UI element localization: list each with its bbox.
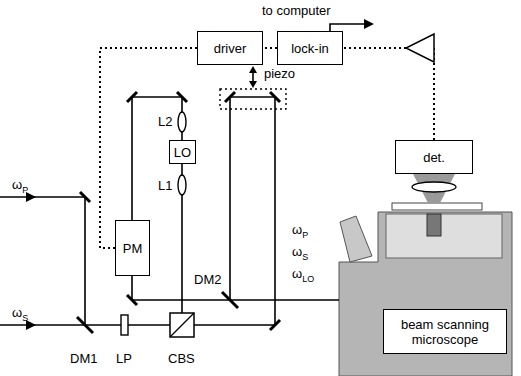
phase-modulator-box: PM: [115, 220, 150, 276]
frequency-label: ωLO: [292, 266, 314, 281]
lens: [178, 175, 186, 195]
node-text: lock-in: [291, 41, 329, 56]
signal-line: [100, 48, 197, 248]
part-name: CBS: [168, 351, 195, 366]
detector-box: det.: [395, 140, 473, 174]
signal-line: [343, 48, 434, 140]
part-name: LP: [116, 351, 132, 366]
frequency-label: ωS: [12, 305, 28, 320]
part-name: DM1: [70, 351, 97, 366]
part-name: DM2: [194, 272, 221, 287]
amplifier-symbol: [406, 34, 434, 62]
part-name: L2: [158, 114, 172, 129]
node-text: beam scanning microscope: [390, 317, 500, 347]
lock-in-box: lock-in: [277, 31, 343, 65]
frequency-label: ωS: [292, 244, 308, 259]
microscope-label-box: beam scanning microscope: [383, 309, 507, 354]
part-name: L1: [158, 178, 172, 193]
signal-line: [263, 48, 277, 49]
lens: [178, 112, 186, 132]
local-oscillator-box: LO: [169, 140, 196, 164]
frequency-label: ωP: [292, 222, 308, 237]
cube-beam-splitter: [170, 313, 194, 337]
node-text: PM: [123, 241, 143, 256]
arrowheads: [26, 19, 374, 330]
polarizer: [121, 315, 128, 335]
part-name: piezo: [264, 66, 295, 81]
node-text: LO: [174, 145, 191, 160]
mirrors: [77, 92, 280, 333]
laser-beams: [0, 24, 366, 325]
microscope-housing: [339, 203, 512, 376]
collection-lens: [412, 182, 456, 192]
driver-box: driver: [197, 31, 263, 65]
node-text: det.: [423, 150, 445, 165]
output-label: to computer: [262, 3, 331, 18]
node-text: driver: [214, 41, 247, 56]
frequency-label: ωP: [12, 177, 28, 192]
detection-beam: [412, 172, 456, 203]
piezo-box: [220, 89, 286, 109]
